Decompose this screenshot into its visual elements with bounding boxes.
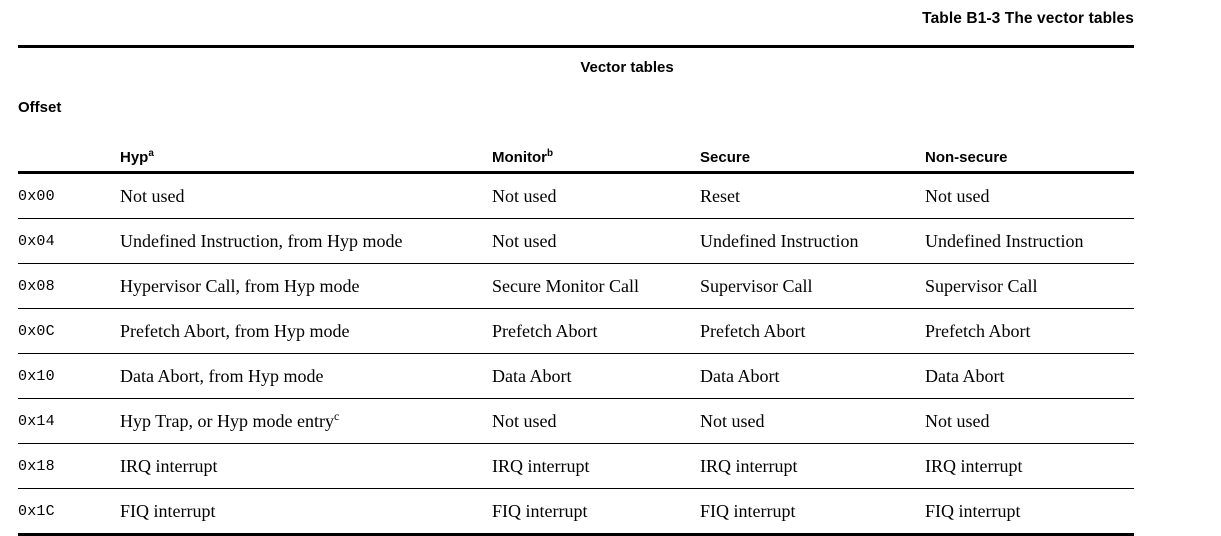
- column-header-offset: Offset: [18, 99, 62, 116]
- column-header-secure: Secure: [700, 129, 925, 173]
- column-header-hyp-label: Hyp: [120, 149, 149, 166]
- table-row: 0x00 Not used Not used Reset Not used: [18, 173, 1135, 219]
- cell-hyp: Hypervisor Call, from Hyp mode: [120, 264, 492, 309]
- cell-nonsecure: FIQ interrupt: [925, 500, 1021, 521]
- cell-hyp: FIQ interrupt: [120, 489, 492, 535]
- offset-header-spacer-4: [925, 91, 1134, 129]
- column-header-secure-label: Secure: [700, 149, 751, 166]
- cell-monitor: Not used: [492, 230, 557, 251]
- cell-offset: 0x14: [18, 412, 55, 430]
- cell-offset: 0x10: [18, 367, 55, 385]
- cell-hyp: Undefined Instruction, from Hyp mode: [120, 219, 492, 264]
- column-header-blank: [18, 129, 120, 173]
- cell-offset: 0x00: [18, 187, 55, 205]
- column-header-monitor: Monitorb: [492, 129, 700, 173]
- group-header-row: Vector tables: [18, 46, 1135, 92]
- cell-hyp-text: FIQ interrupt: [120, 500, 216, 521]
- cell-nonsecure: Prefetch Abort: [925, 320, 1031, 341]
- cell-hyp-footnote: c: [334, 408, 340, 423]
- cell-secure: FIQ interrupt: [700, 500, 796, 521]
- cell-secure: Prefetch Abort: [700, 320, 806, 341]
- cell-hyp-text: Data Abort, from Hyp mode: [120, 365, 324, 386]
- cell-hyp-text: Hypervisor Call, from Hyp mode: [120, 275, 360, 296]
- column-header-nonsecure-label: Non-secure: [925, 149, 1008, 166]
- cell-monitor: Data Abort: [492, 365, 572, 386]
- group-header-vector-tables: Vector tables: [580, 59, 674, 76]
- cell-secure: Reset: [700, 185, 740, 206]
- table-row: 0x04 Undefined Instruction, from Hyp mod…: [18, 219, 1135, 264]
- table-caption: Table B1-3 The vector tables: [922, 10, 1134, 27]
- cell-hyp-text: IRQ interrupt: [120, 455, 218, 476]
- cell-hyp: Hyp Trap, or Hyp mode entryc: [120, 399, 492, 444]
- offset-header-spacer-2: [492, 91, 700, 129]
- offset-header-spacer: [120, 91, 492, 129]
- table-row: 0x1C FIQ interrupt FIQ interrupt FIQ int…: [18, 489, 1135, 535]
- table-row: 0x14 Hyp Trap, or Hyp mode entryc Not us…: [18, 399, 1135, 444]
- cell-hyp: Prefetch Abort, from Hyp mode: [120, 309, 492, 354]
- cell-nonsecure: IRQ interrupt: [925, 455, 1023, 476]
- cell-offset: 0x08: [18, 277, 55, 295]
- cell-nonsecure: Supervisor Call: [925, 275, 1038, 296]
- cell-monitor: Secure Monitor Call: [492, 275, 639, 296]
- cell-nonsecure: Data Abort: [925, 365, 1005, 386]
- cell-nonsecure: Not used: [925, 185, 990, 206]
- table-row: 0x08 Hypervisor Call, from Hyp mode Secu…: [18, 264, 1135, 309]
- table-row: 0x18 IRQ interrupt IRQ interrupt IRQ int…: [18, 444, 1135, 489]
- column-header-monitor-footnote: b: [546, 148, 554, 159]
- cell-monitor: FIQ interrupt: [492, 500, 588, 521]
- vector-tables: Vector tables Offset Hypa Monitorb Secur…: [18, 45, 1135, 536]
- cell-secure: Supervisor Call: [700, 275, 813, 296]
- cell-hyp: IRQ interrupt: [120, 444, 492, 489]
- column-header-monitor-label: Monitor: [492, 149, 547, 166]
- cell-nonsecure: Undefined Instruction: [925, 230, 1084, 251]
- cell-hyp: Not used: [120, 173, 492, 219]
- cell-secure: Not used: [700, 410, 765, 431]
- cell-hyp-text: Undefined Instruction, from Hyp mode: [120, 230, 403, 251]
- offset-header-row: Offset: [18, 91, 1134, 129]
- cell-offset: 0x0C: [18, 322, 55, 340]
- cell-monitor: Not used: [492, 410, 557, 431]
- cell-monitor: Not used: [492, 185, 557, 206]
- column-header-nonsecure: Non-secure: [925, 129, 1134, 173]
- cell-hyp-text: Hyp Trap, or Hyp mode entry: [120, 410, 334, 431]
- cell-monitor: IRQ interrupt: [492, 455, 590, 476]
- cell-monitor: Prefetch Abort: [492, 320, 598, 341]
- cell-hyp-text: Not used: [120, 185, 185, 206]
- column-header-row: Hypa Monitorb Secure Non-secure: [18, 129, 1135, 173]
- cell-hyp: Data Abort, from Hyp mode: [120, 354, 492, 399]
- cell-nonsecure: Not used: [925, 410, 990, 431]
- cell-secure: Undefined Instruction: [700, 230, 859, 251]
- cell-secure: Data Abort: [700, 365, 780, 386]
- column-header-hyp: Hypa: [120, 129, 492, 173]
- group-header-spacer: [18, 47, 120, 92]
- table-header: Vector tables Offset Hypa Monitorb Secur…: [18, 46, 1135, 173]
- cell-offset: 0x1C: [18, 502, 55, 520]
- column-header-hyp-footnote: a: [148, 148, 154, 159]
- table-row: 0x10 Data Abort, from Hyp mode Data Abor…: [18, 354, 1135, 399]
- cell-offset: 0x04: [18, 232, 55, 250]
- cell-secure: IRQ interrupt: [700, 455, 798, 476]
- vector-tables-container: Vector tables Offset Hypa Monitorb Secur…: [18, 45, 1135, 536]
- cell-offset: 0x18: [18, 457, 55, 475]
- cell-hyp-text: Prefetch Abort, from Hyp mode: [120, 320, 350, 341]
- table-body: 0x00 Not used Not used Reset Not used 0x…: [18, 173, 1135, 535]
- offset-header-spacer-3: [700, 91, 925, 129]
- table-row: 0x0C Prefetch Abort, from Hyp mode Prefe…: [18, 309, 1135, 354]
